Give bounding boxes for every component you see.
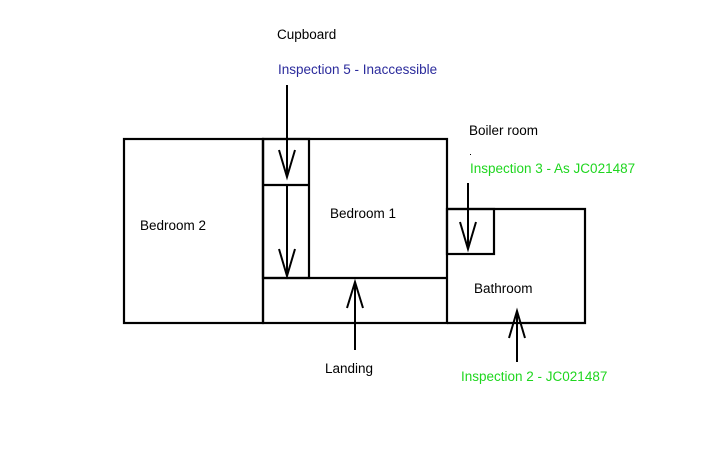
bedroom-1-label: Bedroom 1 [330, 206, 397, 221]
bathroom-label: Bathroom [474, 281, 533, 296]
boiler-room-label: Boiler room [469, 123, 539, 138]
inspection-5-arrow [278, 85, 296, 181]
landing-arrow [346, 278, 364, 350]
landing-label: Landing [325, 361, 374, 376]
boiler-room [445, 207, 496, 256]
inspection-5-label: Inspection 5 - Inaccessible [278, 62, 438, 77]
cupboard-label: Cupboard [277, 27, 337, 42]
inspection-2-label: Inspection 2 - JC021487 [461, 369, 608, 384]
inspection-2-arrow [508, 307, 526, 362]
stray-dot [470, 154, 471, 155]
cupboard-arrow [278, 186, 296, 280]
bedroom-2-label: Bedroom 2 [140, 218, 207, 233]
inspection-3-arrow [459, 183, 477, 253]
inspection-3-label: Inspection 3 - As JC021487 [470, 161, 636, 176]
